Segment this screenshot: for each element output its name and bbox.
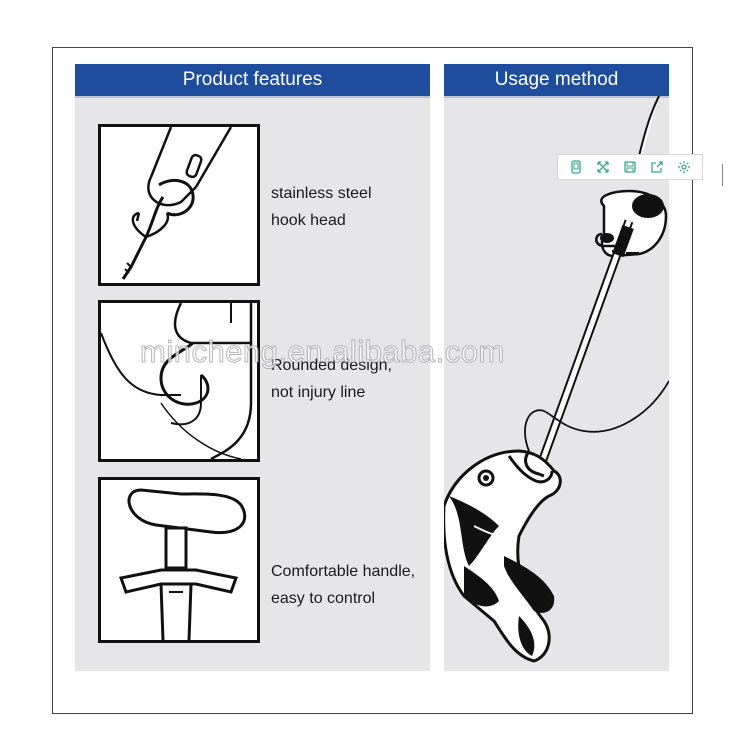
hook-in-mouth [524,450,545,478]
hook-head-illustration [98,124,260,286]
feature-rounded-design-text: Rounded design, not injury line [271,352,392,406]
feature-3-line-1: Comfortable handle, [271,563,416,580]
handle-drawing [119,488,247,640]
share-icon[interactable] [648,158,666,176]
settings-icon[interactable] [675,158,693,176]
image-toolbar [557,154,703,180]
phone-icon[interactable] [567,158,585,176]
bass-fish-drawing [444,449,562,663]
comfortable-handle-illustration [98,477,260,643]
watermark-text: mincheng.en.alibaba.com [140,334,505,370]
feature-handle-text: Comfortable handle, easy to control [271,558,415,612]
rounded-design-drawing [101,303,253,459]
toolbar-edge-divider [722,164,723,186]
fishing-line [524,380,669,452]
expand-icon[interactable] [594,158,612,176]
feature-1-line-2: hook head [271,212,346,229]
usage-method-illustration [444,96,669,663]
feature-2-line-2: not injury line [271,384,366,401]
rounded-design-illustration [98,300,260,462]
usage-method-title: Usage method [444,64,669,98]
feature-3-line-2: easy to control [271,590,376,607]
save-icon[interactable] [621,158,639,176]
feature-hook-head-text: stainless steel hook head [271,180,372,234]
hook-head-drawing [121,127,233,280]
rod-fill [534,220,632,477]
feature-2-line-1: Rounded design, [271,357,392,374]
feature-1-line-1: stainless steel [271,185,372,202]
product-features-title: Product features [75,64,430,98]
